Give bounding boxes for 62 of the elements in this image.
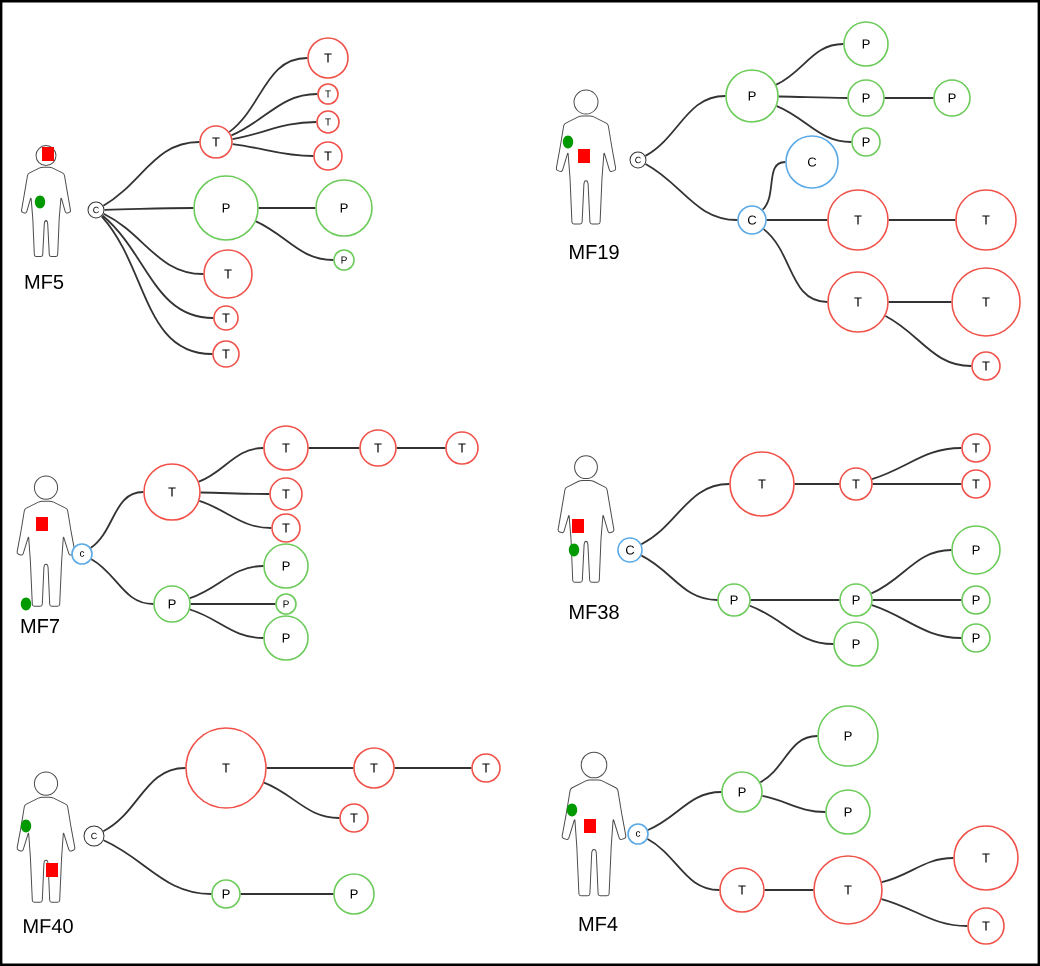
connector-line (870, 549, 953, 595)
connector-line (101, 214, 215, 319)
connector-line (228, 57, 309, 133)
connector-line (257, 207, 317, 209)
connector-line (871, 604, 963, 639)
connector-line (640, 554, 719, 601)
connector-line (647, 791, 723, 831)
connector-line (871, 599, 963, 601)
connector-line (230, 93, 319, 137)
connector-line (100, 215, 214, 355)
connector-line (189, 608, 265, 639)
connector-line (231, 121, 318, 140)
connector-line (102, 767, 187, 833)
connector-line (239, 893, 335, 895)
connector-line (265, 767, 355, 769)
connector-line (231, 143, 315, 157)
connector-line (871, 483, 963, 485)
connector-line (884, 315, 973, 367)
connector-line (189, 565, 265, 600)
connector-line (871, 447, 963, 480)
sample-label: MF40 (24, 918, 73, 934)
connector-line (759, 735, 819, 784)
connector-line (307, 447, 361, 449)
connector-line (762, 228, 829, 303)
connector-line (640, 483, 731, 546)
connector-line (887, 301, 953, 303)
connector-line (644, 163, 739, 221)
sample-label: MF5 (25, 275, 64, 289)
connector-line (198, 447, 265, 483)
connector-line (775, 43, 845, 86)
connector-line (263, 781, 341, 819)
connector-line (793, 483, 841, 485)
connector-line (103, 207, 195, 211)
connector-line (765, 219, 829, 221)
connector-line (761, 161, 787, 211)
connector-line (102, 212, 205, 275)
connector-line (102, 839, 213, 895)
connector-line (883, 97, 935, 99)
connector-line (763, 889, 815, 891)
connector-line (881, 857, 955, 884)
sample-label: MF38 (570, 604, 619, 620)
connector-line (89, 491, 145, 549)
connector-line (644, 95, 727, 157)
connector-line (749, 599, 841, 601)
sample-label: MF19 (570, 244, 619, 260)
connector-line (395, 447, 447, 449)
connector-line (199, 491, 271, 495)
connector-line (761, 795, 827, 813)
sample-label: MF7 (21, 619, 59, 633)
connector-line (198, 500, 273, 529)
connector-line (102, 141, 201, 207)
connector-line (90, 558, 155, 605)
connector-line (646, 838, 721, 891)
connector-line (393, 767, 473, 769)
connector-line (189, 603, 277, 605)
sample-label: MF4 (579, 917, 618, 931)
connector-line (775, 105, 853, 143)
connector-line (880, 898, 969, 927)
connector-line (777, 95, 849, 99)
connector-line (255, 220, 335, 261)
connector-line (887, 219, 957, 221)
connector-line (748, 604, 835, 645)
